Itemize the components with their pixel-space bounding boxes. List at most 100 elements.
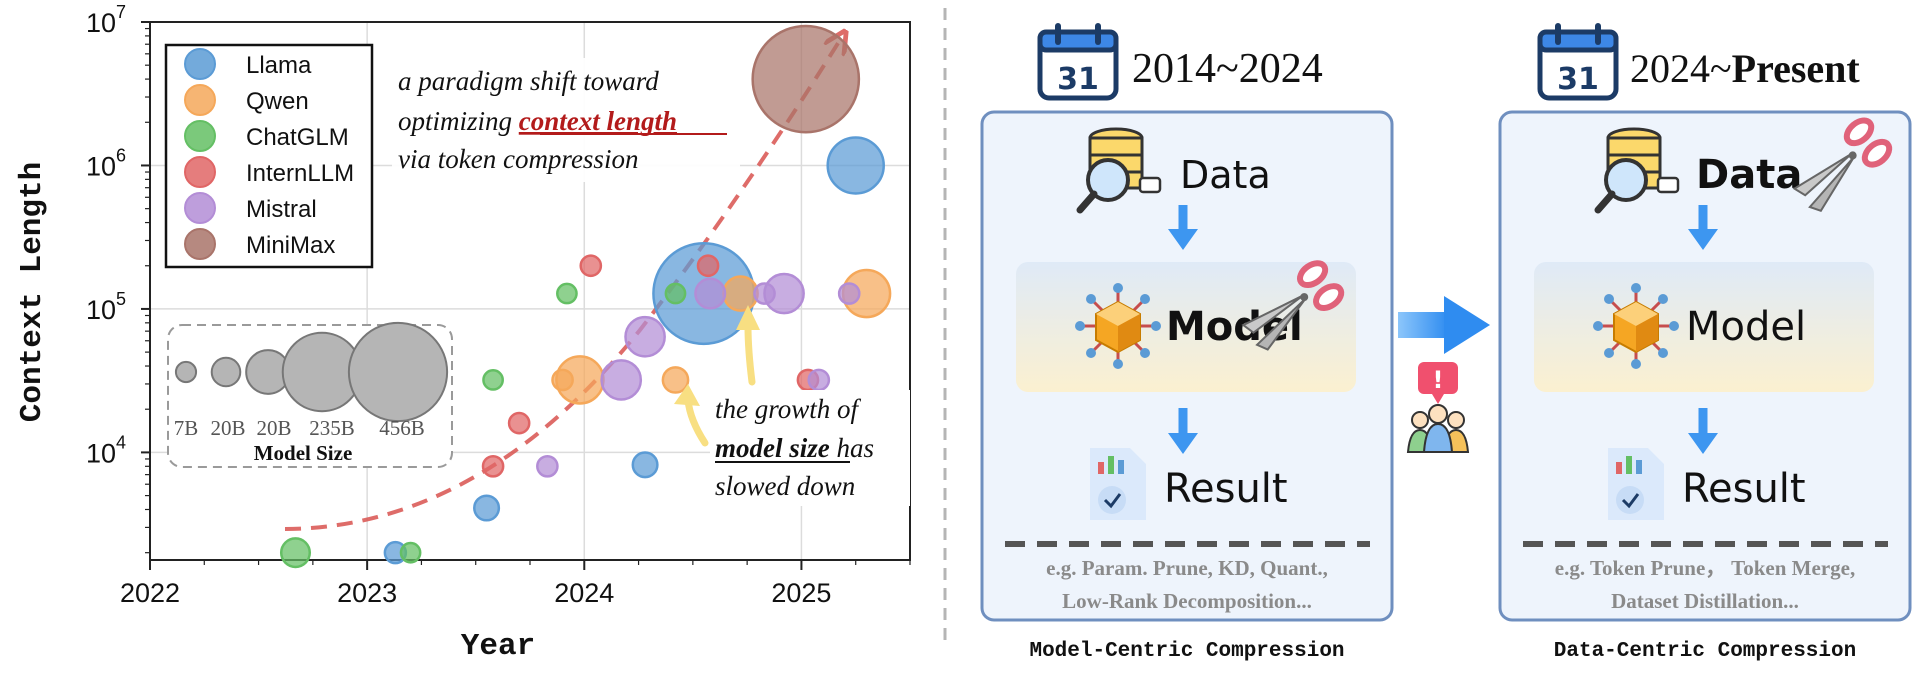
- y-tick-label: 104: [86, 432, 126, 468]
- database-search-icon-right: [1594, 127, 1680, 214]
- point-internllm: [481, 454, 505, 478]
- point-minimax: [751, 24, 861, 134]
- size-legend-marker: [347, 321, 449, 423]
- point-chatglm: [279, 537, 312, 569]
- model-stage-right: [1534, 262, 1874, 392]
- model-stage-left: [1016, 262, 1356, 392]
- y-tick-label: 105: [86, 289, 126, 325]
- report-icon-right: [1608, 448, 1664, 520]
- legend-marker: [184, 84, 216, 116]
- size-legend-label: 7B: [174, 416, 199, 440]
- context-length-chart: 2022 2023 2024 2025 107 106 105 104 Year Conte…: [15, 2, 911, 664]
- legend-marker: [184, 192, 216, 224]
- x-tick-label: 2023: [337, 578, 397, 608]
- point-qwen: [722, 275, 759, 312]
- x-axis-label: Year: [461, 629, 535, 664]
- point-mistral: [536, 454, 559, 478]
- svg-text:optimizing context length: optimizing context length: [398, 106, 677, 136]
- people-alert-icon: !: [1406, 362, 1470, 453]
- data-label-left: Data: [1180, 153, 1271, 197]
- period-label-left: 2014~2024: [1132, 46, 1323, 92]
- neural-cube-icon-right: [1593, 283, 1679, 369]
- compression-diagram: 31 2014~2024 Data: [980, 23, 1912, 663]
- y-tick-label: 107: [86, 2, 126, 38]
- legend-marker: [184, 120, 216, 152]
- point-llama: [826, 136, 885, 195]
- legend-marker: [184, 156, 216, 188]
- annotation2-line-1: the growth of: [715, 394, 862, 424]
- neural-cube-icon: [1075, 283, 1161, 369]
- highlight-model-size: model size: [715, 433, 830, 463]
- annotation-line-1: a paradigm shift toward: [398, 66, 659, 96]
- database-search-icon: [1076, 127, 1162, 214]
- result-label-right: Result: [1682, 466, 1806, 512]
- point-mistral: [753, 282, 776, 305]
- x-tick-label: 2022: [120, 578, 180, 608]
- size-legend-marker: [210, 356, 242, 388]
- scissors-icon-model: [1241, 260, 1345, 351]
- point-internllm: [579, 254, 603, 278]
- examples-right-1: e.g. Token Prune， Token Merge,: [1555, 556, 1855, 580]
- annotation2-line-3: slowed down: [715, 471, 855, 501]
- x-tick-label: 2025: [771, 578, 831, 608]
- size-legend-title: Model Size: [254, 441, 353, 465]
- y-tick-label: 106: [86, 145, 126, 181]
- y-ticks: 107 106 105 104: [86, 2, 150, 554]
- highlight-context-length: context length: [519, 106, 677, 136]
- annotation-line-2: optimizing: [398, 106, 519, 136]
- data-centric-panel: 31 2024~Present Data: [1498, 23, 1912, 663]
- size-legend-label: 456B: [379, 416, 425, 440]
- legend-label: ChatGLM: [246, 124, 349, 151]
- point-mistral: [807, 368, 831, 392]
- point-chatglm: [556, 282, 578, 305]
- svg-text:via token compression: via token compression: [398, 144, 638, 174]
- point-llama: [473, 494, 501, 522]
- point-internllm: [696, 254, 720, 278]
- size-legend-marker: [174, 360, 198, 384]
- period-label-right: 2024~Present: [1630, 46, 1860, 91]
- annotation2-has: has: [830, 433, 874, 463]
- point-mistral: [694, 277, 727, 310]
- size-legend-label: 20B: [210, 416, 245, 440]
- point-chatglm: [482, 369, 504, 391]
- calendar-icon-right: 31: [1537, 23, 1619, 101]
- pointer-arrow-2: [744, 322, 756, 386]
- annotation-paradigm-shift: a paradigm shift toward optimizing conte…: [392, 58, 740, 182]
- scatter-points: [279, 24, 892, 569]
- model-label-right: Model: [1686, 304, 1806, 350]
- result-label-left: Result: [1164, 466, 1288, 512]
- calendar-icon: 31: [1037, 23, 1119, 101]
- legend-marker: [184, 48, 216, 80]
- report-icon: [1090, 448, 1146, 520]
- legend-marker: [184, 228, 216, 260]
- pointer-arrow-1: [684, 396, 709, 447]
- scissors-icon-data: [1792, 117, 1893, 213]
- point-qwen: [551, 368, 574, 392]
- point-qwen: [661, 366, 690, 394]
- x-ticks: 2022 2023 2024 2025: [120, 560, 911, 608]
- y-axis-label: Context Length: [15, 162, 50, 422]
- model-centric-panel: 31 2014~2024 Data: [980, 23, 1394, 663]
- svg-text:!: !: [1433, 366, 1444, 394]
- svg-text:31: 31: [1057, 62, 1099, 97]
- point-chatglm: [664, 282, 687, 305]
- caption-model-centric: Model-Centric Compression: [1029, 640, 1344, 663]
- transition-arrow: [1398, 296, 1490, 354]
- legend-label: Llama: [246, 52, 312, 79]
- svg-text:a paradigm shift toward: a paradigm shift toward: [398, 66, 659, 96]
- annotation-model-size: the growth of model size has slowed down: [674, 305, 910, 506]
- data-label-right: Data: [1696, 152, 1802, 198]
- examples-left-2: Low-Rank Decomposition...: [1062, 589, 1312, 613]
- size-legend-label: 235B: [309, 416, 355, 440]
- legend-label: Qwen: [246, 88, 309, 115]
- svg-text:model size has: model size has: [715, 433, 874, 463]
- legend-label: Mistral: [246, 196, 317, 223]
- x-tick-label: 2024: [554, 578, 614, 608]
- caption-data-centric: Data-Centric Compression: [1554, 640, 1856, 663]
- legend-label: InternLLM: [246, 160, 354, 187]
- point-mistral: [600, 359, 643, 401]
